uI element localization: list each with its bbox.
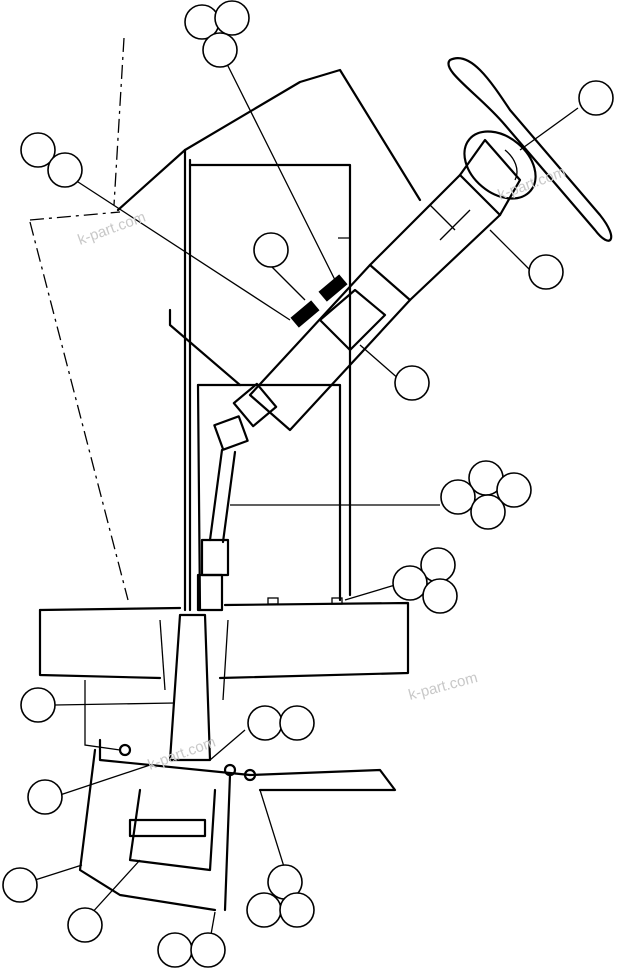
callout-8 (528, 254, 564, 290)
callout-16 (422, 578, 458, 614)
callout-17 (20, 687, 56, 723)
cab-frame (116, 68, 422, 612)
callout-20 (27, 779, 63, 815)
callout-26 (157, 932, 193, 968)
watermark-text: k-part.com (496, 164, 568, 204)
callout-9 (394, 365, 430, 401)
callout-circles (2, 0, 614, 968)
callout-25 (67, 907, 103, 943)
callout-19 (279, 705, 315, 741)
callout-22 (246, 892, 282, 928)
callout-5 (20, 132, 56, 168)
callout-7 (253, 232, 289, 268)
phantom-outline (29, 37, 129, 601)
leader-lines (34, 59, 579, 941)
callout-6 (47, 152, 83, 188)
universal-joint-shaft (196, 382, 278, 612)
callout-15 (392, 565, 428, 601)
callout-23 (279, 892, 315, 928)
watermark-text: k-part.com (407, 669, 480, 704)
floor-plate (38, 597, 410, 701)
steering-column-tube (248, 138, 522, 432)
callout-24 (2, 867, 38, 903)
callout-12 (440, 479, 476, 515)
callout-13 (470, 494, 506, 530)
steering-valve (78, 613, 397, 912)
callout-11 (496, 472, 532, 508)
callout-18 (247, 705, 283, 741)
callout-4 (578, 80, 614, 116)
steering-wheel (447, 57, 613, 242)
callout-27 (190, 932, 226, 968)
callout-3 (202, 32, 238, 68)
callout-2 (214, 0, 250, 36)
